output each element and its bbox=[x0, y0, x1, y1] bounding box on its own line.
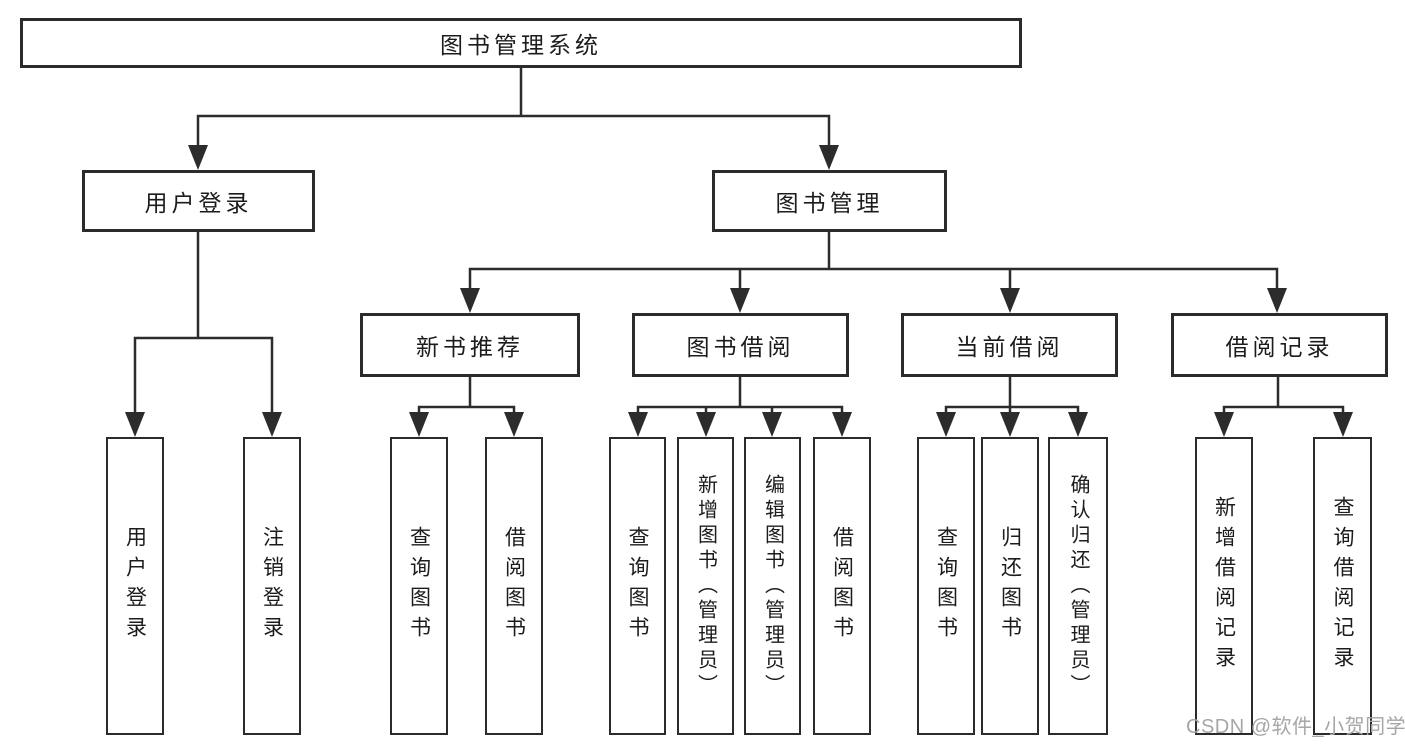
leaf-box-user-login: 用户登录 bbox=[106, 437, 164, 735]
box-label: 借阅记录 bbox=[1225, 334, 1334, 360]
box-label: 借阅图书 bbox=[502, 526, 526, 646]
box-label: 确认归还（管理员） bbox=[1067, 473, 1089, 699]
arrow-down-icon bbox=[628, 412, 648, 437]
box-label: 查询图书 bbox=[934, 526, 958, 646]
box-label: 借阅图书 bbox=[830, 526, 854, 646]
leaf-box-edit-books-admin: 编辑图书（管理员） bbox=[744, 437, 801, 735]
connector-root-to-level2 bbox=[188, 68, 839, 170]
box-label: 图书管理系统 bbox=[440, 32, 602, 58]
level2-box-user-login: 用户登录 bbox=[82, 170, 315, 232]
box-label: 图书管理 bbox=[775, 190, 884, 216]
arrow-down-icon bbox=[730, 288, 750, 313]
arrow-down-icon bbox=[125, 412, 145, 437]
leaf-box-add-borrow-record: 新增借阅记录 bbox=[1195, 437, 1253, 735]
box-label: 新增借阅记录 bbox=[1212, 496, 1236, 676]
arrow-down-icon bbox=[1068, 412, 1088, 437]
leaf-box-add-books-admin: 新增图书（管理员） bbox=[677, 437, 734, 735]
arrow-down-icon bbox=[1267, 288, 1287, 313]
leaf-box-confirm-return-admin: 确认归还（管理员） bbox=[1048, 437, 1108, 735]
arrow-down-icon bbox=[409, 412, 429, 437]
csdn-watermark: CSDN @软件_小贺同学 bbox=[1186, 716, 1405, 738]
box-label: 注销登录 bbox=[260, 526, 284, 646]
arrow-down-icon bbox=[504, 412, 524, 437]
level3-box-new-books: 新书推荐 bbox=[360, 313, 580, 377]
leaf-box-query-books-2: 查询图书 bbox=[609, 437, 666, 735]
leaf-box-query-books-3: 查询图书 bbox=[917, 437, 975, 735]
arrow-down-icon bbox=[762, 412, 782, 437]
leaf-box-borrow-books-2: 借阅图书 bbox=[813, 437, 871, 735]
arrow-down-icon bbox=[1214, 412, 1234, 437]
leaf-box-return-books: 归还图书 bbox=[981, 437, 1039, 735]
connector-user-login-children bbox=[125, 232, 282, 437]
box-label: 图书借阅 bbox=[686, 334, 795, 360]
box-label: 用户登录 bbox=[144, 190, 253, 216]
level3-box-borrow-records: 借阅记录 bbox=[1171, 313, 1388, 377]
box-label: 归还图书 bbox=[998, 526, 1022, 646]
arrow-down-icon bbox=[832, 412, 852, 437]
leaf-box-borrow-books-1: 借阅图书 bbox=[485, 437, 543, 735]
box-label: 查询图书 bbox=[407, 526, 431, 646]
connector-records-children bbox=[1214, 377, 1353, 437]
box-label: 查询图书 bbox=[626, 526, 650, 646]
level3-box-current-borrow: 当前借阅 bbox=[901, 313, 1118, 377]
arrow-down-icon bbox=[1000, 288, 1020, 313]
arrow-down-icon bbox=[188, 145, 208, 170]
box-label: 新书推荐 bbox=[416, 334, 524, 360]
arrow-down-icon bbox=[1333, 412, 1353, 437]
box-label: 编辑图书（管理员） bbox=[761, 473, 784, 699]
level2-box-book-mgmt: 图书管理 bbox=[712, 170, 947, 232]
box-label: 用户登录 bbox=[123, 526, 147, 646]
connector-new-books-children bbox=[409, 377, 524, 437]
connector-current-borrow-children bbox=[936, 377, 1088, 437]
level3-box-book-borrow: 图书借阅 bbox=[632, 313, 849, 377]
leaf-box-logout: 注销登录 bbox=[243, 437, 301, 735]
arrow-down-icon bbox=[460, 288, 480, 313]
box-label: 新增图书（管理员） bbox=[694, 473, 717, 699]
leaf-box-query-books-1: 查询图书 bbox=[390, 437, 448, 735]
box-label: 查询借阅记录 bbox=[1331, 496, 1355, 676]
arrow-down-icon bbox=[936, 412, 956, 437]
arrow-down-icon bbox=[262, 412, 282, 437]
leaf-box-query-borrow-record: 查询借阅记录 bbox=[1313, 437, 1372, 735]
connector-book-mgmt-to-level3 bbox=[460, 232, 1287, 313]
arrow-down-icon bbox=[696, 412, 716, 437]
box-label: 当前借阅 bbox=[955, 334, 1064, 360]
connector-book-borrow-children bbox=[628, 377, 852, 437]
root-box-system: 图书管理系统 bbox=[20, 18, 1022, 68]
arrow-down-icon bbox=[1000, 412, 1020, 437]
arrow-down-icon bbox=[819, 145, 839, 170]
